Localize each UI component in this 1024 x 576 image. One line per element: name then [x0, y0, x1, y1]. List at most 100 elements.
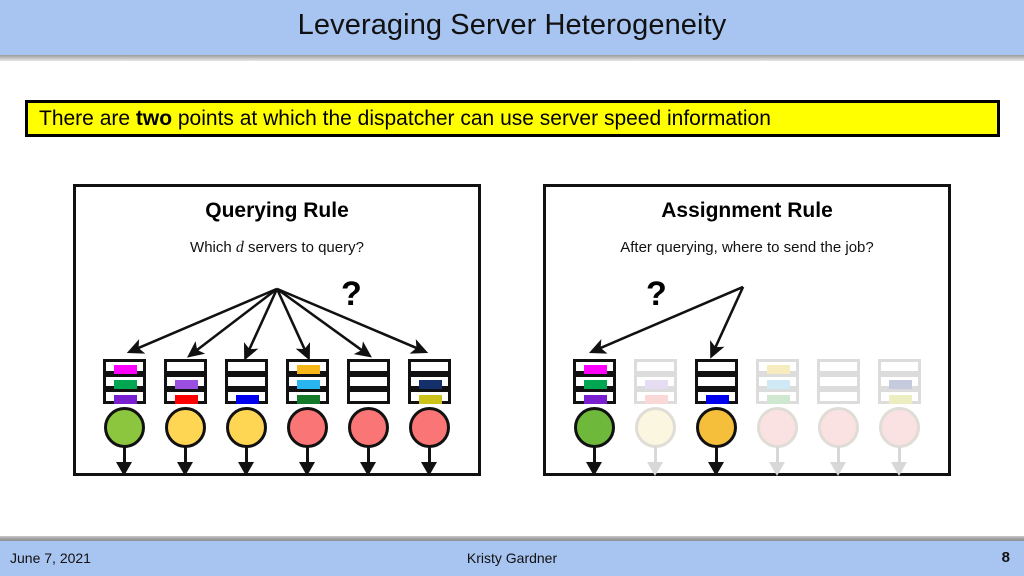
departure-arrow-stem — [837, 447, 840, 465]
job-block — [584, 365, 607, 374]
departure-arrow-stem — [898, 447, 901, 465]
server-circle-2 — [635, 407, 676, 448]
queue-side-rail — [817, 359, 820, 404]
job-block — [175, 395, 198, 404]
queue-slot — [634, 359, 677, 374]
highlight-banner-text: There are two points at which the dispat… — [39, 107, 771, 131]
queue-slot — [408, 374, 451, 389]
queue-slot — [573, 374, 616, 389]
queue-side-rail — [878, 359, 881, 404]
queue-side-rail — [164, 359, 167, 404]
question-mark: ? — [341, 275, 362, 313]
server-circle-5 — [818, 407, 859, 448]
job-block — [767, 380, 790, 389]
job-block — [114, 380, 137, 389]
queue-6 — [878, 359, 921, 404]
queue-side-rail — [326, 359, 329, 404]
queue-5 — [817, 359, 860, 404]
departure-arrow-stem — [184, 447, 187, 465]
queue-side-rail — [448, 359, 451, 404]
departure-arrow-stem — [654, 447, 657, 465]
departure-arrow-stem — [715, 447, 718, 465]
highlight-banner: There are two points at which the dispat… — [25, 100, 1000, 137]
job-block — [767, 365, 790, 374]
queue-side-rail — [735, 359, 738, 404]
queue-4 — [286, 359, 329, 404]
departure-arrow-stem — [367, 447, 370, 465]
panel-title: Assignment Rule — [661, 199, 833, 222]
queue-slot — [756, 359, 799, 374]
departure-arrow-icon — [238, 462, 254, 476]
job-block — [297, 365, 320, 374]
queue-slot — [286, 359, 329, 374]
job-block — [297, 380, 320, 389]
server-circle-6 — [879, 407, 920, 448]
queue-slot — [347, 374, 390, 389]
queue-side-rail — [613, 359, 616, 404]
job-block — [419, 380, 442, 389]
queue-side-rail — [634, 359, 637, 404]
queue-slot — [878, 374, 921, 389]
server-circle-1 — [574, 407, 615, 448]
queue-slot — [225, 374, 268, 389]
queue-slot — [817, 374, 860, 389]
panel-subtitle: Which d servers to query? — [76, 239, 478, 257]
job-block — [584, 395, 607, 404]
queue-slot — [695, 374, 738, 389]
server-circle-5 — [348, 407, 389, 448]
queue-side-rail — [143, 359, 146, 404]
queue-slot — [756, 389, 799, 404]
queue-slot — [286, 374, 329, 389]
panel-subtitle: After querying, where to send the job? — [546, 239, 948, 257]
footer-date: June 7, 2021 — [10, 550, 91, 566]
queue-slot — [164, 374, 207, 389]
queue-side-rail — [265, 359, 268, 404]
queue-side-rail — [674, 359, 677, 404]
server-circle-1 — [104, 407, 145, 448]
job-block — [297, 395, 320, 404]
queue-side-rail — [408, 359, 411, 404]
queue-2 — [634, 359, 677, 404]
panel-title: Querying Rule — [205, 199, 349, 222]
queue-slot — [103, 359, 146, 374]
server-circle-3 — [696, 407, 737, 448]
title-bar — [0, 0, 1024, 55]
queue-side-rail — [695, 359, 698, 404]
queue-side-rail — [225, 359, 228, 404]
footer-author: Kristy Gardner — [466, 550, 558, 566]
queue-side-rail — [756, 359, 759, 404]
queue-slot — [756, 374, 799, 389]
queue-3 — [225, 359, 268, 404]
queue-slot — [286, 389, 329, 404]
subtitle-after: servers to query? — [243, 239, 364, 256]
queue-1 — [573, 359, 616, 404]
departure-arrow-stem — [245, 447, 248, 465]
queue-3 — [695, 359, 738, 404]
server-circle-3 — [226, 407, 267, 448]
queue-slot — [347, 389, 390, 404]
title-bar-shadow — [0, 55, 1024, 61]
queue-slot — [573, 359, 616, 374]
job-block — [584, 380, 607, 389]
job-block — [889, 380, 912, 389]
job-block — [767, 395, 790, 404]
page-title: Leveraging Server Heterogeneity — [297, 9, 727, 41]
departure-arrow-stem — [123, 447, 126, 465]
job-block — [645, 395, 668, 404]
queue-slot — [695, 389, 738, 404]
queue-slot — [878, 389, 921, 404]
queue-side-rail — [387, 359, 390, 404]
panel-assignment-rule: Assignment Rule After querying, where to… — [543, 184, 951, 476]
server-circle-4 — [287, 407, 328, 448]
queue-slot — [634, 374, 677, 389]
footer-bar: June 7, 2021 Kristy Gardner 8 — [0, 541, 1024, 576]
subtitle-variable: d — [235, 239, 244, 256]
queue-slot — [408, 389, 451, 404]
queue-side-rail — [347, 359, 350, 404]
job-block — [645, 380, 668, 389]
departure-arrow-icon — [830, 462, 846, 476]
queue-slot — [225, 359, 268, 374]
queue-6 — [408, 359, 451, 404]
queue-slot — [347, 359, 390, 374]
departure-arrow-icon — [299, 462, 315, 476]
